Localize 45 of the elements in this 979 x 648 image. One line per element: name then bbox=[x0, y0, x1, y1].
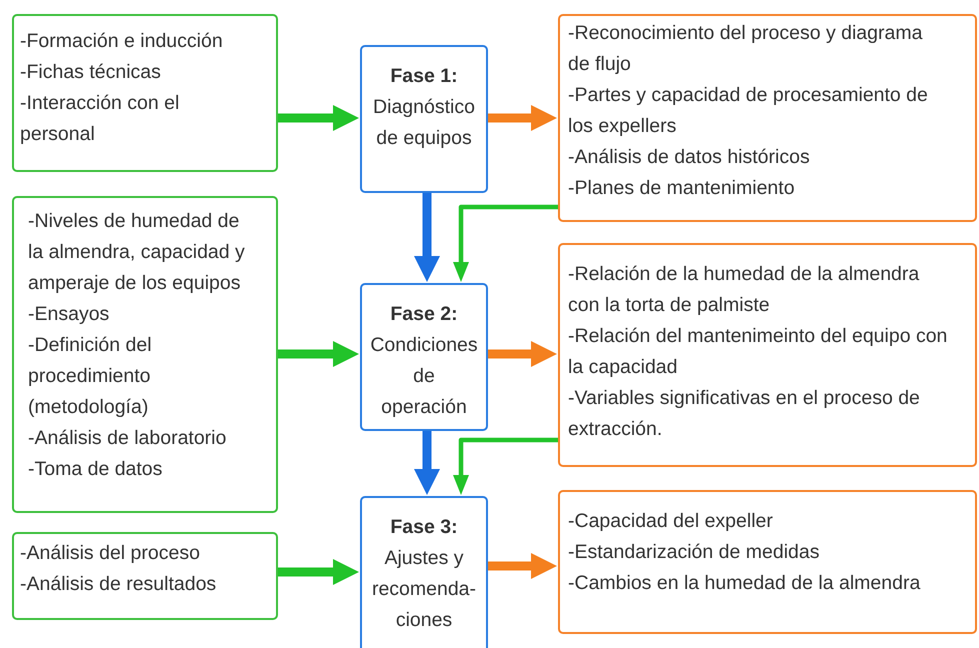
arrow bbox=[488, 105, 557, 131]
phase-title: Fase 2: bbox=[389, 302, 459, 327]
list-item: -Análisis de resultados bbox=[20, 572, 218, 597]
list-item: -Definición del procedimiento (metodología) bbox=[28, 333, 153, 420]
phase-name: Condiciones de operación bbox=[370, 333, 478, 420]
list-item: -Análisis de datos históricos bbox=[568, 145, 811, 170]
phase-box bbox=[360, 45, 488, 193]
list-item: -Planes de mantenimiento bbox=[568, 176, 796, 201]
phase-box bbox=[360, 283, 488, 431]
list-item: -Niveles de humedad de la almendra, capacidad y amperaje de los equipos bbox=[28, 209, 246, 296]
arrow bbox=[488, 341, 557, 367]
list-item: -Formación e inducción bbox=[20, 29, 224, 54]
phase-box bbox=[360, 496, 488, 648]
arrow bbox=[453, 438, 558, 495]
list-item: -Partes y capacidad de procesamiento de los expellers bbox=[568, 83, 929, 139]
list-item: -Reconocimiento del proceso y diagrama de flujo bbox=[568, 21, 924, 77]
arrow bbox=[278, 105, 359, 131]
list-item: -Relación de la humedad de la almendra con la torta de palmiste bbox=[568, 262, 920, 318]
phase-title: Fase 3: bbox=[389, 515, 459, 540]
list-item: -Estandarización de medidas bbox=[568, 540, 820, 565]
input-box bbox=[12, 14, 278, 172]
phase-title: Fase 1: bbox=[389, 64, 459, 89]
input-box bbox=[12, 532, 278, 620]
arrow bbox=[488, 553, 557, 579]
input-box bbox=[12, 196, 278, 513]
output-box bbox=[558, 490, 977, 634]
phase-name: Diagnóstico de equipos bbox=[372, 95, 476, 151]
arrow bbox=[278, 559, 359, 585]
list-item: -Capacidad del expeller bbox=[568, 509, 774, 534]
list-item: -Fichas técnicas bbox=[20, 60, 162, 85]
output-box bbox=[558, 14, 977, 222]
list-item: -Relación del mantenimeinto del equipo con la capacidad bbox=[568, 324, 948, 380]
arrow bbox=[453, 204, 558, 282]
list-item: -Toma de datos bbox=[28, 457, 164, 482]
output-box bbox=[558, 243, 977, 467]
phase-name: Ajustes y recomenda- ciones bbox=[370, 546, 478, 633]
list-item: -Interacción con el personal bbox=[20, 91, 180, 147]
list-item: -Análisis del proceso bbox=[20, 541, 201, 566]
arrow bbox=[278, 341, 359, 367]
list-item: -Cambios en la humedad de la almendra bbox=[568, 571, 922, 596]
list-item: -Ensayos bbox=[28, 302, 110, 327]
arrow bbox=[414, 431, 440, 495]
list-item: -Variables significativas en el proceso de extracción. bbox=[568, 386, 921, 442]
list-item: -Análisis de laboratorio bbox=[28, 426, 228, 451]
arrow bbox=[414, 193, 440, 282]
